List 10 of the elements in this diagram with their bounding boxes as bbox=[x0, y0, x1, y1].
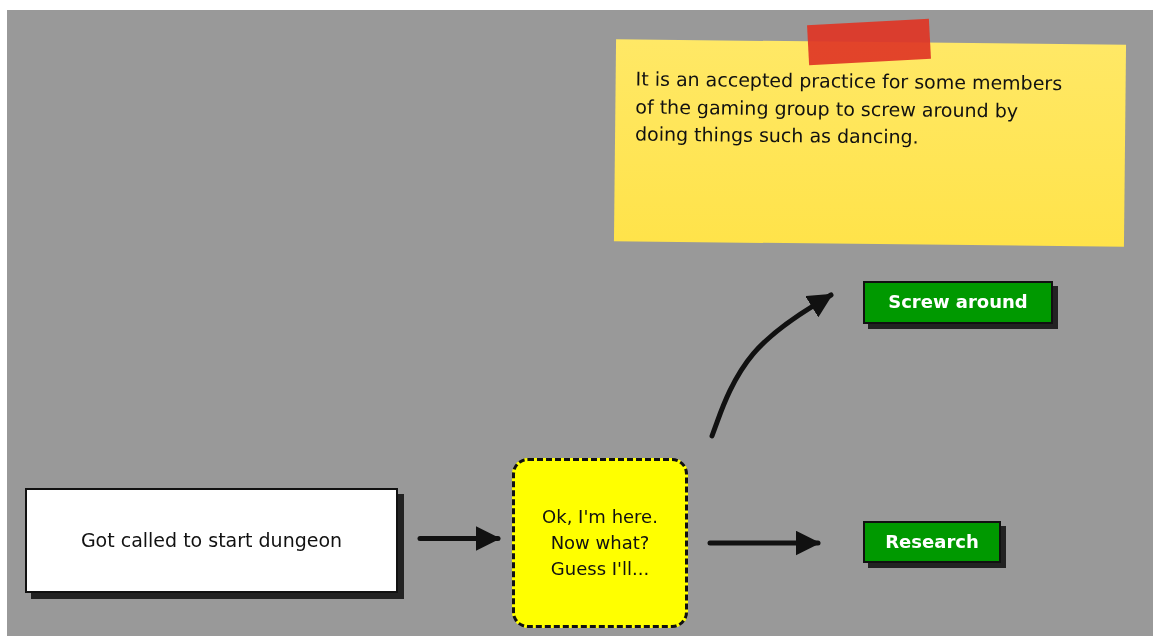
node-label: Screw around bbox=[888, 290, 1028, 315]
arrow bbox=[709, 292, 834, 439]
node-label: Got called to start dungeon bbox=[80, 527, 343, 553]
decision-box bbox=[512, 458, 688, 628]
arrow bbox=[417, 526, 501, 551]
node-label: Ok, I'm here. Now what? Guess I'll... bbox=[541, 504, 659, 582]
note-text: It is an accepted practice for some members of the gaming group to screw around by doing things such as dancing. bbox=[634, 66, 1064, 150]
arrow bbox=[707, 530, 821, 556]
sticky-note bbox=[613, 39, 1127, 247]
node-label: Research bbox=[885, 529, 979, 554]
